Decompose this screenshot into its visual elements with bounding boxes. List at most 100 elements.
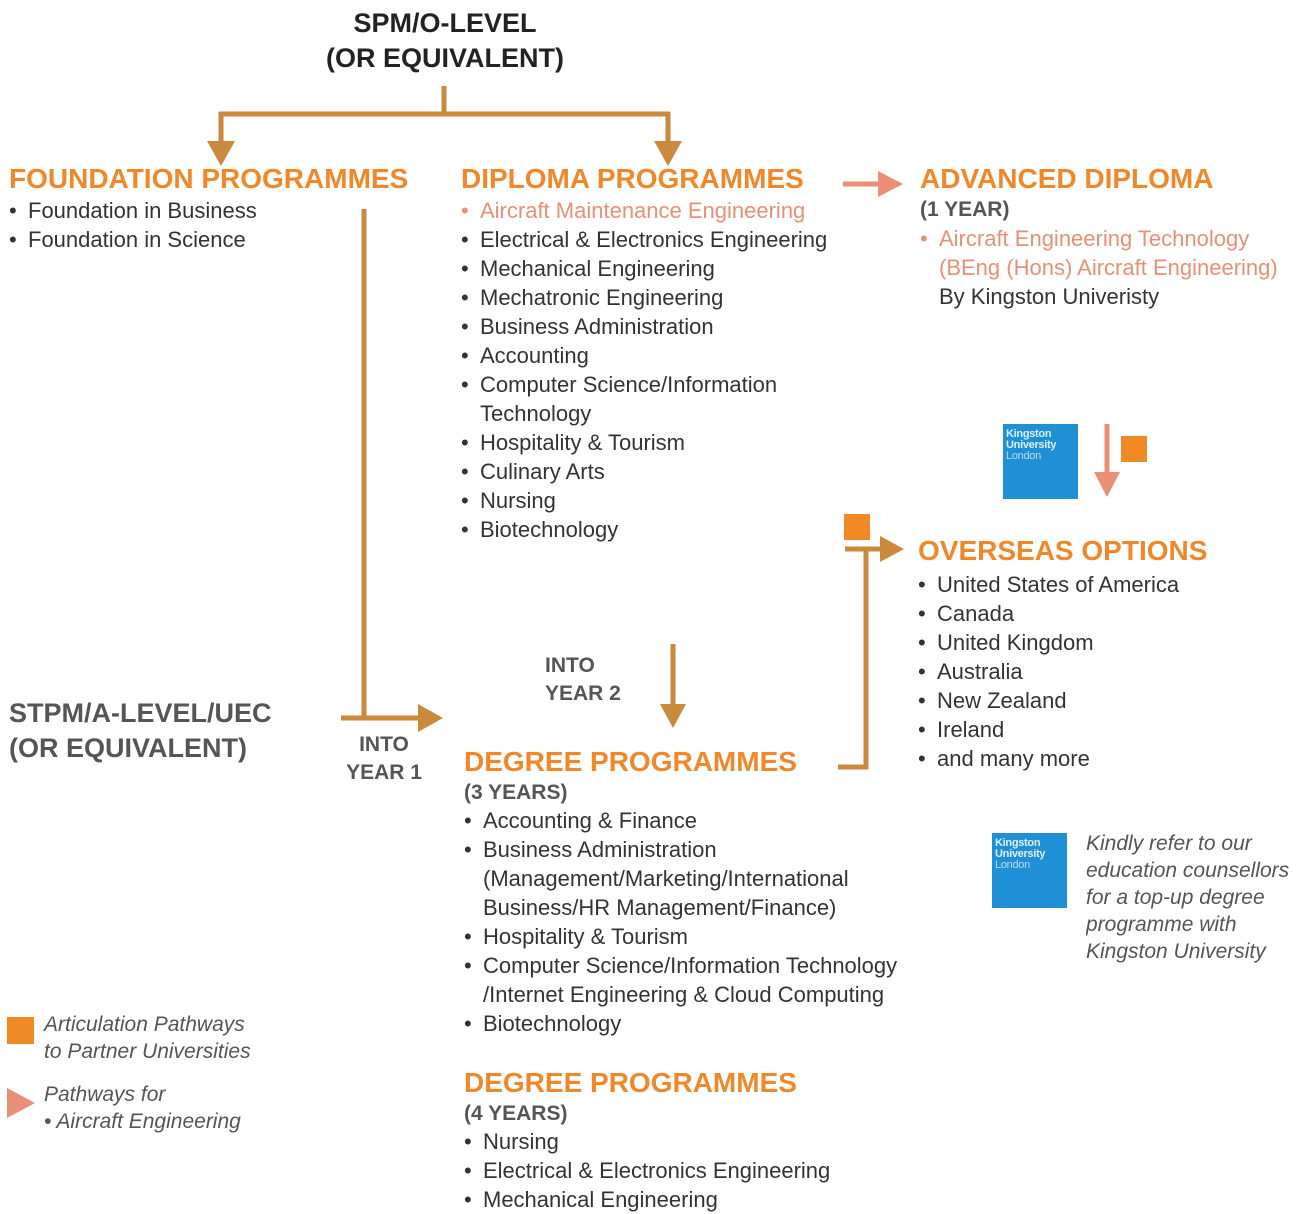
legend-aircraft-triangle-icon [7,1088,35,1118]
spm-tree-connector [207,86,682,166]
degree-to-overseas-connector [838,536,904,770]
degree-3yr-duration: (3 YEARS) [464,781,568,804]
overseas-item: Australia [918,657,1207,686]
entry-stpm: STPM/A-LEVEL/UEC (OR EQUIVALENT) [9,696,272,766]
degree-3yr-item-line: Business/HR Management/Finance) [483,895,837,920]
degree-3yr-item-line: Business Administration [483,837,717,862]
note-line: programme with [1086,913,1237,936]
degree-3yr-item: Accounting & Finance [464,806,897,835]
kingston-note: Kindly refer to our education counsellor… [1086,830,1300,965]
overseas-title: OVERSEAS OPTIONS [918,535,1208,566]
kingston-logo-text: University [995,848,1046,860]
legend-articulation-line: to Partner Universities [44,1040,251,1063]
diploma-item: Accounting [461,341,827,370]
articulation-marker [844,514,870,540]
kingston-logo-text: London [995,859,1030,871]
overseas-item: United States of America [918,570,1207,599]
entry-spm-line1: SPM/O-LEVEL [353,8,537,38]
diploma-item: Business Administration [461,312,827,341]
overseas-list: United States of America Canada United K… [918,570,1207,773]
degree-3yr-item-line: /Internet Engineering & Cloud Computing [483,982,885,1007]
diploma-to-degree-arrow [660,644,686,728]
foundation-block: FOUNDATION PROGRAMMES Foundation in Busi… [9,163,408,254]
note-line: education counsellors [1086,859,1290,882]
degree-4yr-list: Nursing Electrical & Electronics Enginee… [464,1127,830,1214]
label-into-year2-line1: INTO [545,654,595,677]
overseas-item: Ireland [918,715,1207,744]
legend-aircraft-line: Pathways for [44,1083,166,1106]
entry-stpm-line1: STPM/A-LEVEL/UEC [9,698,272,728]
advanced-list: Aircraft Engineering Technology (BEng (H… [920,224,1278,282]
overseas-item: Canada [918,599,1207,628]
advanced-item-line2: (BEng (Hons) Aircraft Engineering) [939,255,1278,280]
overseas-item: United Kingdom [918,628,1207,657]
label-into-year1: INTO YEAR 1 [340,731,428,787]
legend-aircraft-line: • Aircraft Engineering [44,1110,241,1133]
diploma-item: Mechatronic Engineering [461,283,827,312]
overseas-item: and many more [918,744,1207,773]
degree-3yr-item-business: Business Administration (Management/Mark… [464,835,897,922]
diploma-item: Mechanical Engineering [461,254,827,283]
overseas-item: New Zealand [918,686,1207,715]
diploma-item: Biotechnology [461,515,827,544]
arrow-down-diploma [654,141,682,166]
note-line: for a top-up degree [1086,886,1265,909]
degree-3yr-block: DEGREE PROGRAMMES (3 YEARS) Accounting &… [464,746,897,1038]
legend-articulation-line: Articulation Pathways [44,1013,245,1036]
degree-3yr-list: Accounting & Finance Business Administra… [464,806,897,1038]
legend-aircraft: Pathways for • Aircraft Engineering [44,1081,241,1135]
diploma-item-aircraft: Aircraft Maintenance Engineering [461,196,827,225]
foundation-title: FOUNDATION PROGRAMMES [9,163,409,194]
entry-stpm-line2: (OR EQUIVALENT) [9,733,247,763]
advanced-title: ADVANCED DIPLOMA [920,163,1214,194]
aircraft-pathway-arrow-down [1094,424,1120,497]
diploma-item: Electrical & Electronics Engineering [461,225,827,254]
degree-3yr-item: Hospitality & Tourism [464,922,897,951]
advanced-provider: By Kingston Univeristy [939,284,1160,309]
degree-4yr-block: DEGREE PROGRAMMES (4 YEARS) Nursing Elec… [464,1067,830,1214]
kingston-logo-text: Kingston [1006,428,1052,440]
entry-spm: SPM/O-LEVEL (OR EQUIVALENT) [300,6,590,76]
degree-4yr-title: DEGREE PROGRAMMES [464,1067,797,1098]
advanced-item-line1: Aircraft Engineering Technology [939,226,1250,251]
foundation-item: Foundation in Business [9,196,408,225]
diploma-title: DIPLOMA PROGRAMMES [461,163,804,194]
arrow-down-foundation [207,141,235,166]
kingston-university-logo: Kingston University London [992,833,1067,908]
note-line: Kingston University [1086,940,1266,963]
advanced-diploma-block: ADVANCED DIPLOMA (1 YEAR) Aircraft Engin… [920,163,1278,311]
degree-3yr-item-line: (Management/Marketing/International [483,866,849,891]
diploma-block: DIPLOMA PROGRAMMES Aircraft Maintenance … [461,163,827,544]
overseas-block: OVERSEAS OPTIONS United States of Americ… [918,535,1207,773]
kingston-logo-text: University [1006,439,1057,451]
label-into-year2: INTO YEAR 2 [545,652,621,708]
articulation-marker [1121,436,1147,462]
diploma-item-cs-line1: Computer Science/Information [480,372,778,397]
aircraft-pathway-arrow-right [843,171,903,197]
kingston-logo-text: London [1006,450,1041,462]
foundation-list: Foundation in Business Foundation in Sci… [9,196,408,254]
degree-4yr-duration: (4 YEARS) [464,1102,568,1125]
label-into-year1-line2: YEAR 1 [346,761,422,784]
label-into-year2-line2: YEAR 2 [545,682,621,705]
degree-4yr-item: Mechanical Engineering [464,1185,830,1214]
foundation-item: Foundation in Science [9,225,408,254]
diploma-list: Aircraft Maintenance Engineering Electri… [461,196,827,544]
degree-4yr-item: Nursing [464,1127,830,1156]
kingston-university-logo: Kingston University London [1003,424,1078,499]
diploma-item: Culinary Arts [461,457,827,486]
advanced-duration: (1 YEAR) [920,198,1010,221]
legend-articulation-swatch [7,1017,34,1044]
diploma-item: Hospitality & Tourism [461,428,827,457]
degree-3yr-item-cs: Computer Science/Information Technology … [464,951,897,1009]
entry-spm-line2: (OR EQUIVALENT) [326,43,564,73]
degree-3yr-title: DEGREE PROGRAMMES [464,746,797,777]
degree-3yr-item-line: Computer Science/Information Technology [483,953,898,978]
diploma-item: Nursing [461,486,827,515]
foundation-to-degree-connector [341,209,443,732]
degree-3yr-item: Biotechnology [464,1009,897,1038]
note-line: Kindly refer to our [1086,832,1252,855]
advanced-item-aircraft: Aircraft Engineering Technology (BEng (H… [920,224,1278,282]
diploma-item-cs: Computer Science/Information Technology [461,370,827,428]
